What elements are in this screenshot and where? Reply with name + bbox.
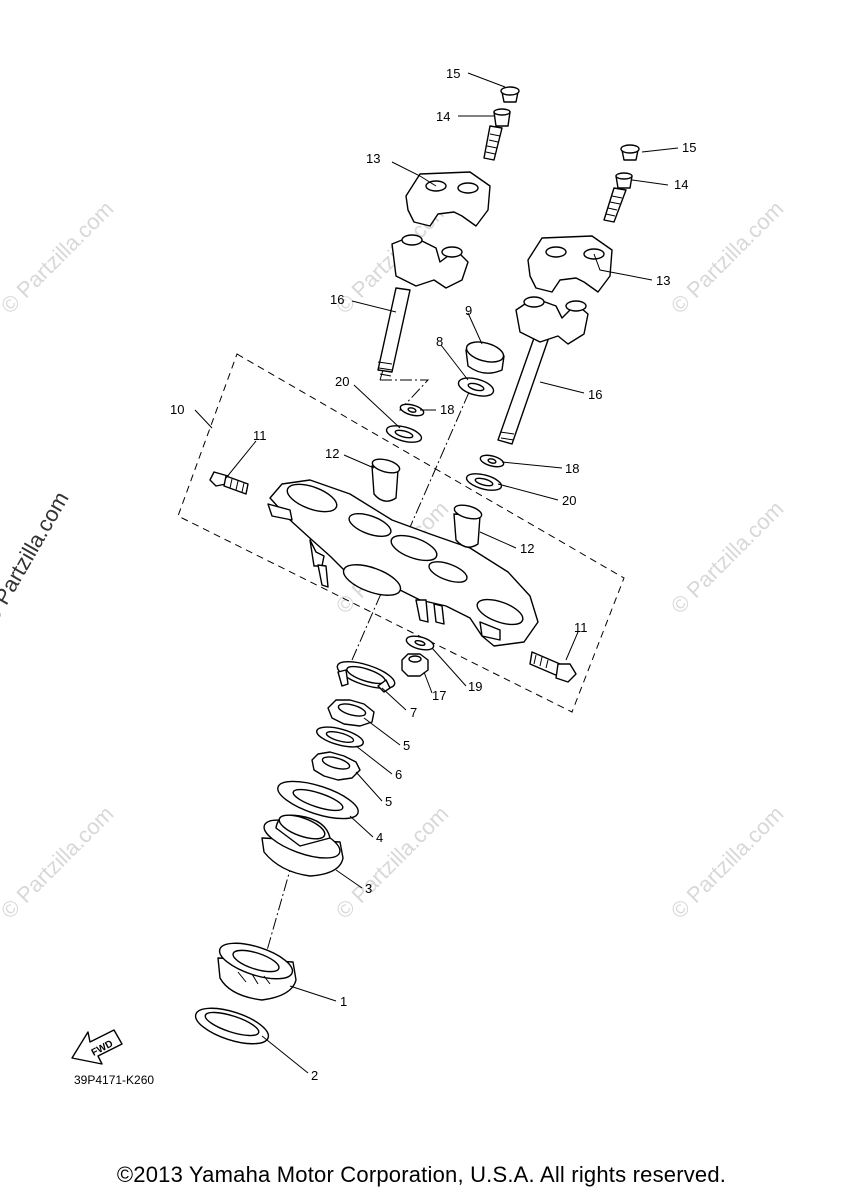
leader-lines xyxy=(194,72,679,1074)
washer-8[interactable] xyxy=(457,375,496,400)
watermark-text: © Partzilla.com xyxy=(666,801,789,924)
cap-left[interactable] xyxy=(500,86,520,103)
handlebar-holder-left[interactable] xyxy=(377,234,469,377)
callout-labels: 15 14 13 15 14 13 16 16 9 8 10 11 20 18 … xyxy=(170,66,696,1083)
callout-20-right: 20 xyxy=(562,493,576,508)
handlebar-holder-right[interactable] xyxy=(497,296,589,445)
callout-20-left: 20 xyxy=(335,374,349,389)
watermark-text: © Partzilla.com xyxy=(0,196,118,319)
callout-15-right: 15 xyxy=(682,140,696,155)
callout-11-left: 11 xyxy=(253,428,267,443)
callout-4: 4 xyxy=(376,830,383,845)
callout-8: 8 xyxy=(436,334,443,349)
ring-nut-lower[interactable] xyxy=(311,751,361,781)
bearing-cover[interactable] xyxy=(274,774,363,827)
copyright-notice: ©2013 Yamaha Motor Corporation, U.S.A. A… xyxy=(116,1162,727,1187)
callout-5-upper: 5 xyxy=(403,738,410,753)
callout-13-right: 13 xyxy=(656,273,670,288)
dust-seal[interactable] xyxy=(192,1001,273,1051)
callout-3: 3 xyxy=(365,881,372,896)
ring-nut-upper[interactable] xyxy=(327,699,375,727)
pinch-bolt-left[interactable] xyxy=(209,471,249,495)
callout-5-lower: 5 xyxy=(385,794,392,809)
callout-18-left: 18 xyxy=(440,402,454,417)
callout-2: 2 xyxy=(311,1068,318,1083)
upper-bearing[interactable] xyxy=(260,810,345,877)
watermark-text: © Partzilla.com xyxy=(666,196,789,319)
handlebar-upper-right[interactable] xyxy=(527,235,613,293)
fwd-arrow-icon: FWD xyxy=(71,1029,123,1065)
callout-14-right: 14 xyxy=(674,177,688,192)
damper-right[interactable] xyxy=(465,471,503,494)
nut-17[interactable] xyxy=(401,653,429,677)
holder-bolt-right[interactable] xyxy=(603,172,633,223)
callout-1: 1 xyxy=(340,994,347,1009)
callout-17: 17 xyxy=(432,688,446,703)
callout-13-left: 13 xyxy=(366,151,380,166)
callout-6: 6 xyxy=(395,767,402,782)
pinch-bolt-right[interactable] xyxy=(529,651,577,683)
damper-left[interactable] xyxy=(385,423,423,446)
watermark-text: © Partzilla.com xyxy=(666,496,789,619)
assembly-boundary xyxy=(177,353,625,713)
lock-washer[interactable] xyxy=(315,723,366,751)
callout-16-left: 16 xyxy=(330,292,344,307)
callout-9: 9 xyxy=(465,303,472,318)
lower-bearing[interactable] xyxy=(216,936,297,1001)
callout-16-right: 16 xyxy=(588,387,602,402)
callout-19: 19 xyxy=(468,679,482,694)
tab-washer[interactable] xyxy=(334,656,397,694)
callout-12-right: 12 xyxy=(520,541,534,556)
washer-right[interactable] xyxy=(479,453,505,469)
handlebar-upper-left[interactable] xyxy=(405,171,491,227)
callout-7: 7 xyxy=(410,705,417,720)
nut-cap-9[interactable] xyxy=(464,338,505,374)
collar-left[interactable] xyxy=(371,457,401,502)
holder-bolt-left[interactable] xyxy=(483,108,511,161)
callout-10: 10 xyxy=(170,402,184,417)
washer-19[interactable] xyxy=(405,634,435,653)
diagram-code: 39P4171-K260 xyxy=(74,1073,155,1087)
washer-left[interactable] xyxy=(399,402,425,418)
collar-right[interactable] xyxy=(453,503,483,548)
callout-14-left: 14 xyxy=(436,109,450,124)
cap-right[interactable] xyxy=(620,144,640,161)
watermark-text: © Partzilla.com xyxy=(331,801,454,924)
callout-15-left: 15 xyxy=(446,66,460,81)
callout-18-right: 18 xyxy=(565,461,579,476)
callout-11-right: 11 xyxy=(574,620,588,635)
under-bracket[interactable] xyxy=(267,479,539,647)
callout-12-left: 12 xyxy=(325,446,339,461)
watermark-text: © Partzilla.com xyxy=(0,801,118,924)
